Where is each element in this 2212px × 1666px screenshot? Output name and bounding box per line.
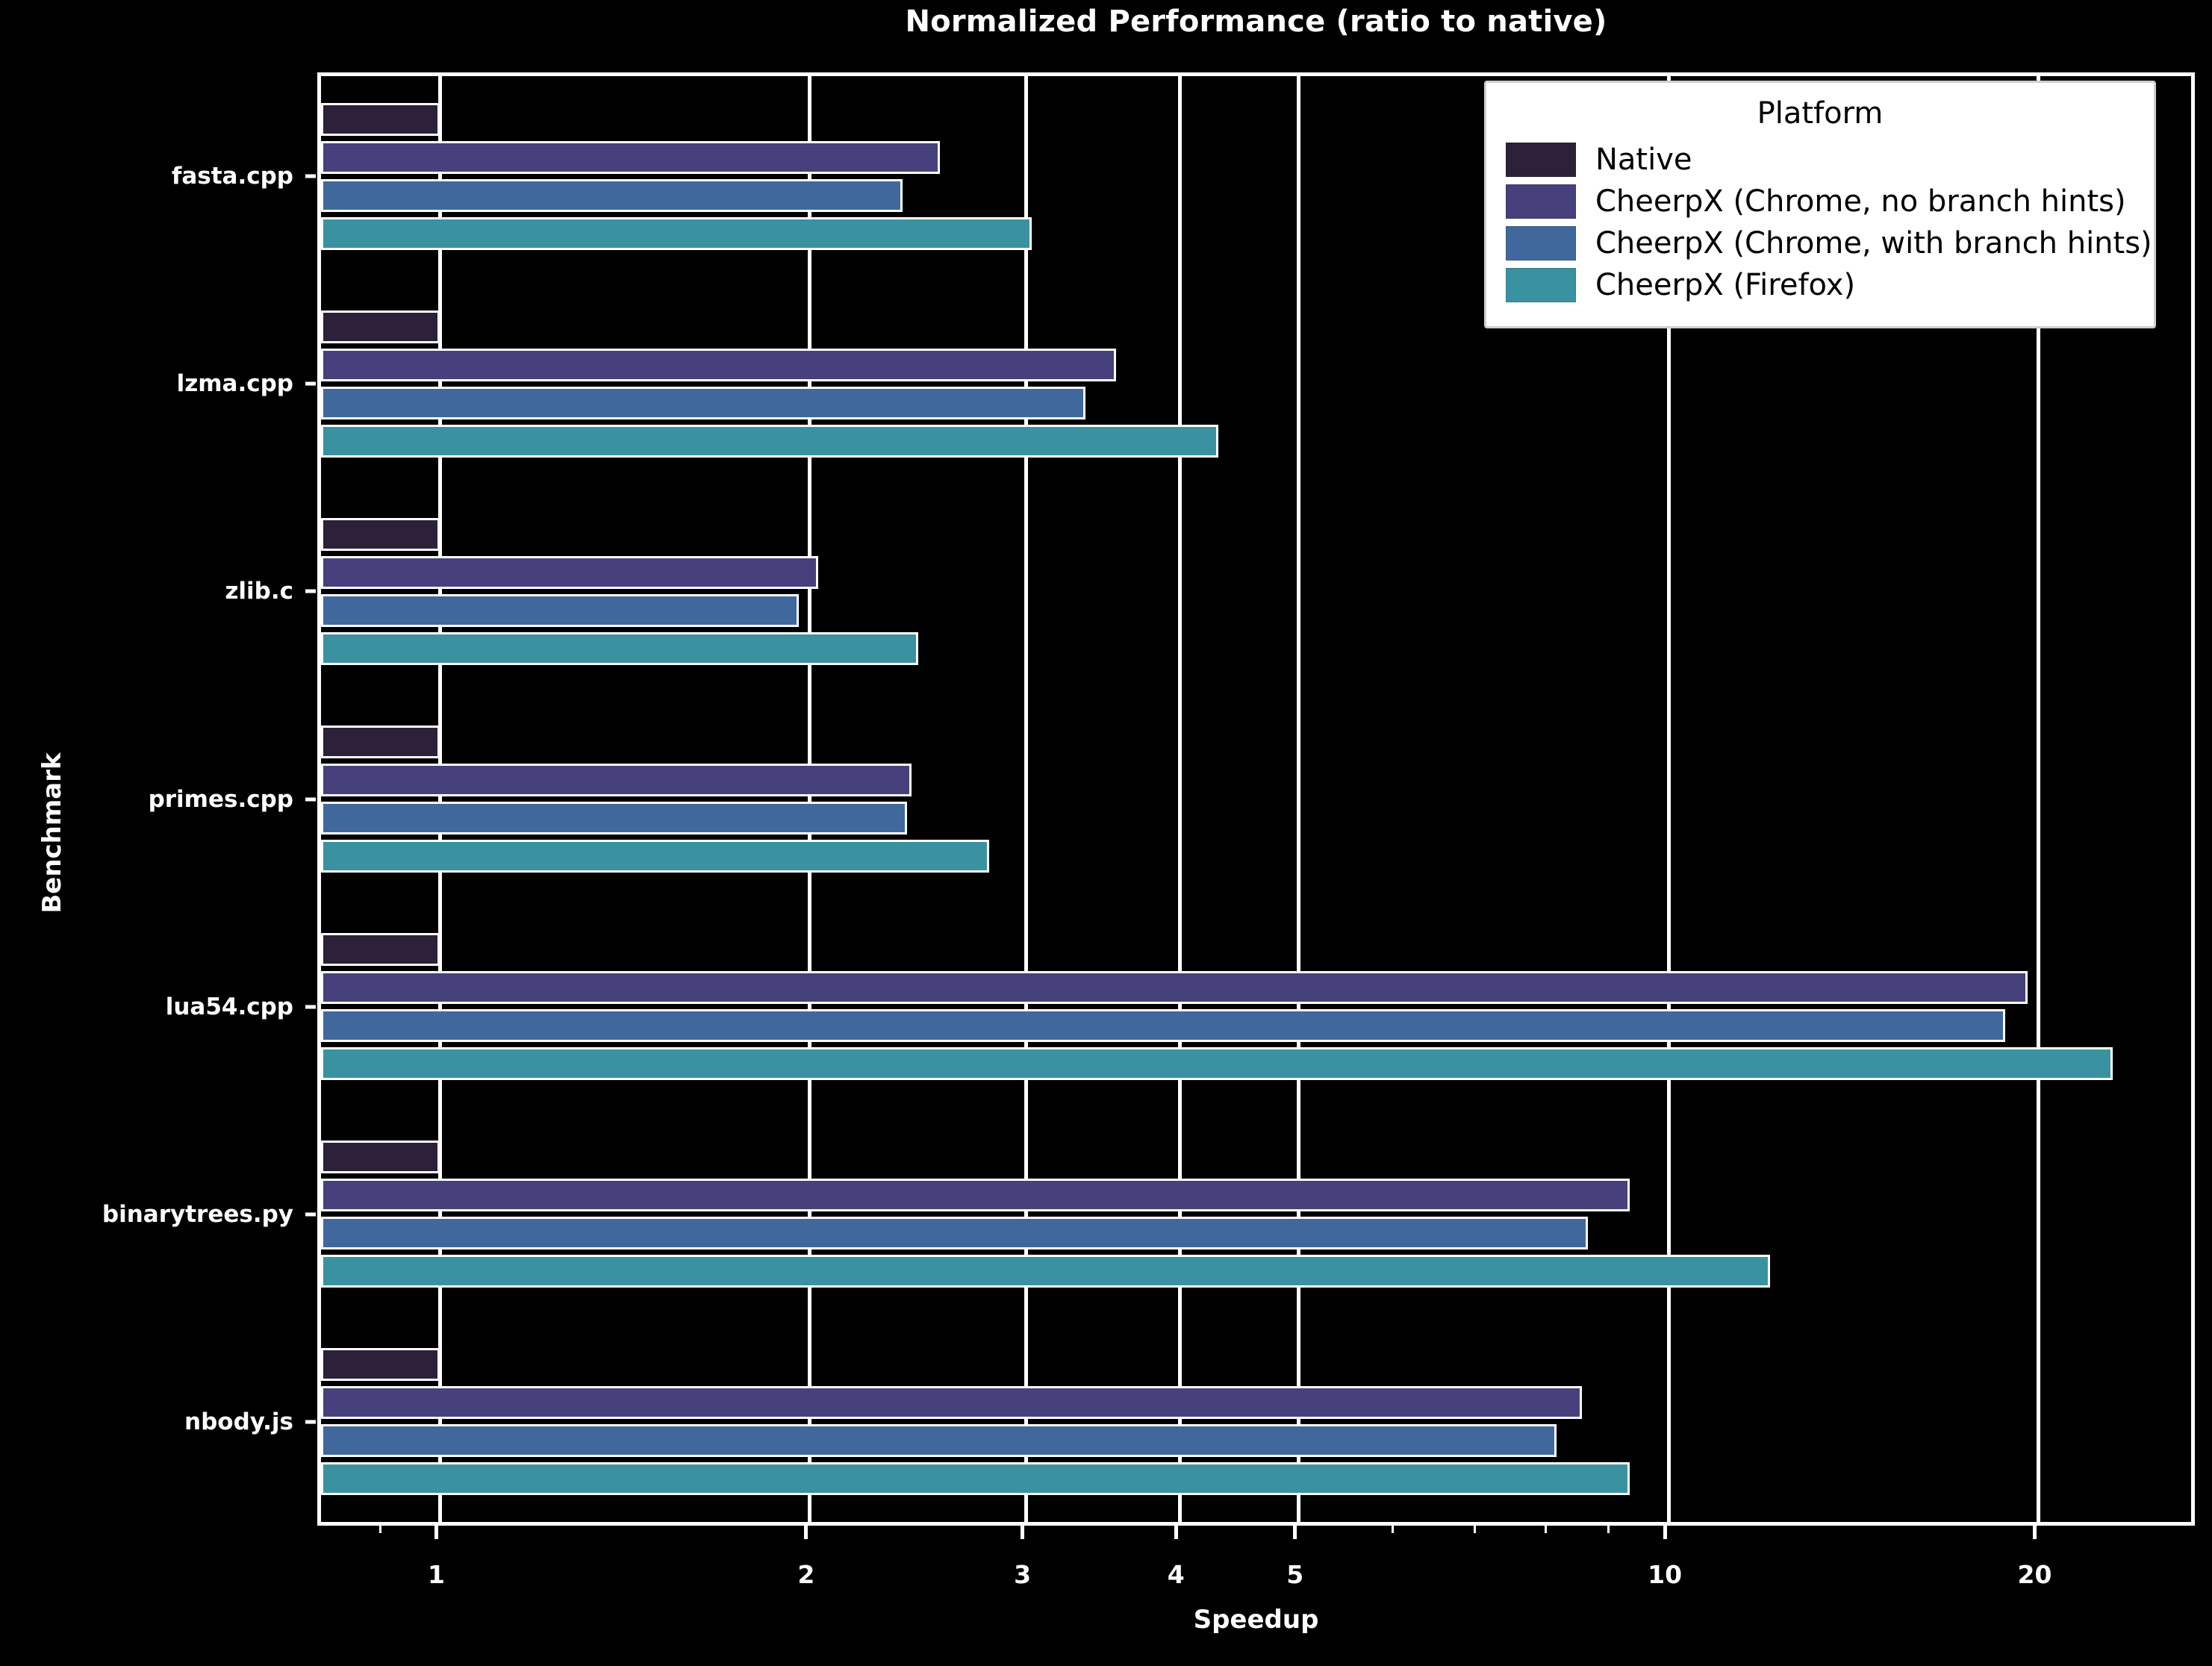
- gridline-10: [1666, 72, 1671, 1522]
- bar-lzma-cpp-2: [321, 386, 1085, 419]
- bar-zlib-c-0: [321, 517, 440, 551]
- bar-fasta-cpp-3: [321, 216, 1032, 250]
- x-tick-label-10: 10: [1648, 1560, 1683, 1589]
- bar-fasta-cpp-0: [321, 102, 440, 136]
- bar-lzma-cpp-1: [321, 348, 1116, 381]
- x-tick-mark-5: [1293, 1526, 1297, 1539]
- gridline-4: [1177, 72, 1182, 1522]
- y-tick-label-primes-cpp: primes.cpp: [148, 785, 293, 813]
- bar-nbody-js-1: [321, 1386, 1582, 1420]
- bar-nbody-js-3: [321, 1462, 1630, 1496]
- bar-zlib-c-2: [321, 593, 800, 627]
- bar-fasta-cpp-1: [321, 140, 940, 174]
- y-tick-label-binarytrees-py: binarytrees.py: [102, 1200, 293, 1228]
- bar-primes-cpp-1: [321, 764, 912, 796]
- y-tick-mark: [305, 1212, 316, 1217]
- bar-binarytrees-py-1: [321, 1179, 1630, 1212]
- bar-fasta-cpp-2: [321, 178, 903, 212]
- bar-binarytrees-py-2: [321, 1217, 1589, 1250]
- legend-title: Platform: [1757, 96, 1884, 131]
- x-tick-label-4: 4: [1167, 1560, 1185, 1589]
- gridline-20: [2037, 72, 2041, 1522]
- y-tick-label-fasta-cpp: fasta.cpp: [171, 163, 293, 190]
- bar-zlib-c-3: [321, 631, 918, 665]
- x-tick-mark-3: [1021, 1526, 1025, 1539]
- y-tick-label-zlib-c: zlib.c: [225, 578, 293, 605]
- legend-swatch-icon: [1506, 226, 1576, 260]
- legend-swatch-icon: [1506, 143, 1576, 177]
- x-tick-mark-2: [804, 1526, 809, 1539]
- y-tick-label-nbody-js: nbody.js: [184, 1408, 293, 1435]
- x-tick-label-20: 20: [2017, 1560, 2052, 1589]
- gridline-1: [437, 72, 442, 1522]
- legend-label: Native: [1595, 143, 1692, 177]
- x-tick-minor-9: [1607, 1526, 1610, 1533]
- y-tick-mark: [305, 589, 316, 593]
- y-tick-mark: [305, 1005, 316, 1009]
- bar-primes-cpp-3: [321, 840, 990, 873]
- x-tick-mark-20: [2033, 1526, 2037, 1539]
- y-tick-mark: [305, 381, 316, 386]
- x-tick-label-1: 1: [427, 1560, 445, 1589]
- bar-binarytrees-py-3: [321, 1255, 1771, 1288]
- bar-lzma-cpp-3: [321, 424, 1218, 458]
- bar-lua54-cpp-1: [321, 971, 2028, 1005]
- x-tick-label-2: 2: [797, 1560, 815, 1589]
- x-tick-minor-8: [1545, 1526, 1548, 1533]
- bar-lzma-cpp-0: [321, 310, 440, 343]
- x-tick-mark-1: [434, 1526, 438, 1539]
- bar-lua54-cpp-2: [321, 1009, 2006, 1043]
- y-tick-label-lua54-cpp: lua54.cpp: [165, 993, 293, 1020]
- legend-item-0[interactable]: Native: [1506, 143, 2134, 177]
- y-tick-mark: [305, 1420, 316, 1424]
- x-tick-mark-10: [1663, 1526, 1667, 1539]
- x-tick-mark-4: [1174, 1526, 1178, 1539]
- legend-label: CheerpX (Chrome, no branch hints): [1595, 184, 2126, 219]
- x-tick-minor-0.9: [378, 1526, 381, 1533]
- bar-primes-cpp-2: [321, 802, 908, 834]
- y-axis-label: Benchmark: [37, 752, 67, 914]
- legend-swatch-icon: [1506, 268, 1576, 302]
- bar-lua54-cpp-3: [321, 1047, 2113, 1081]
- legend-label: CheerpX (Chrome, with branch hints): [1595, 226, 2152, 260]
- bar-primes-cpp-0: [321, 726, 440, 758]
- x-tick-label-3: 3: [1014, 1560, 1032, 1589]
- chart-title: Normalized Performance (ratio to native): [905, 4, 1607, 39]
- legend-swatch-icon: [1506, 184, 1576, 219]
- y-tick-label-lzma-cpp: lzma.cpp: [176, 370, 293, 398]
- bar-zlib-c-1: [321, 555, 818, 589]
- x-tick-minor-7: [1473, 1526, 1476, 1533]
- x-tick-minor-6: [1391, 1526, 1394, 1533]
- gridline-3: [1024, 72, 1029, 1522]
- gridline-5: [1297, 72, 1301, 1522]
- legend-item-3[interactable]: CheerpX (Firefox): [1506, 268, 2134, 302]
- legend-label: CheerpX (Firefox): [1595, 268, 1856, 302]
- y-tick-mark: [305, 797, 316, 801]
- bar-binarytrees-py-0: [321, 1141, 440, 1174]
- x-tick-label-5: 5: [1286, 1560, 1304, 1589]
- bar-lua54-cpp-0: [321, 933, 440, 967]
- x-axis-label: Speedup: [1193, 1605, 1319, 1635]
- legend-item-2[interactable]: CheerpX (Chrome, with branch hints): [1506, 226, 2152, 260]
- bar-nbody-js-0: [321, 1348, 440, 1382]
- gridline-2: [808, 72, 812, 1522]
- legend-item-1[interactable]: CheerpX (Chrome, no branch hints): [1506, 184, 2134, 219]
- y-tick-mark: [305, 174, 316, 178]
- bar-nbody-js-2: [321, 1424, 1557, 1458]
